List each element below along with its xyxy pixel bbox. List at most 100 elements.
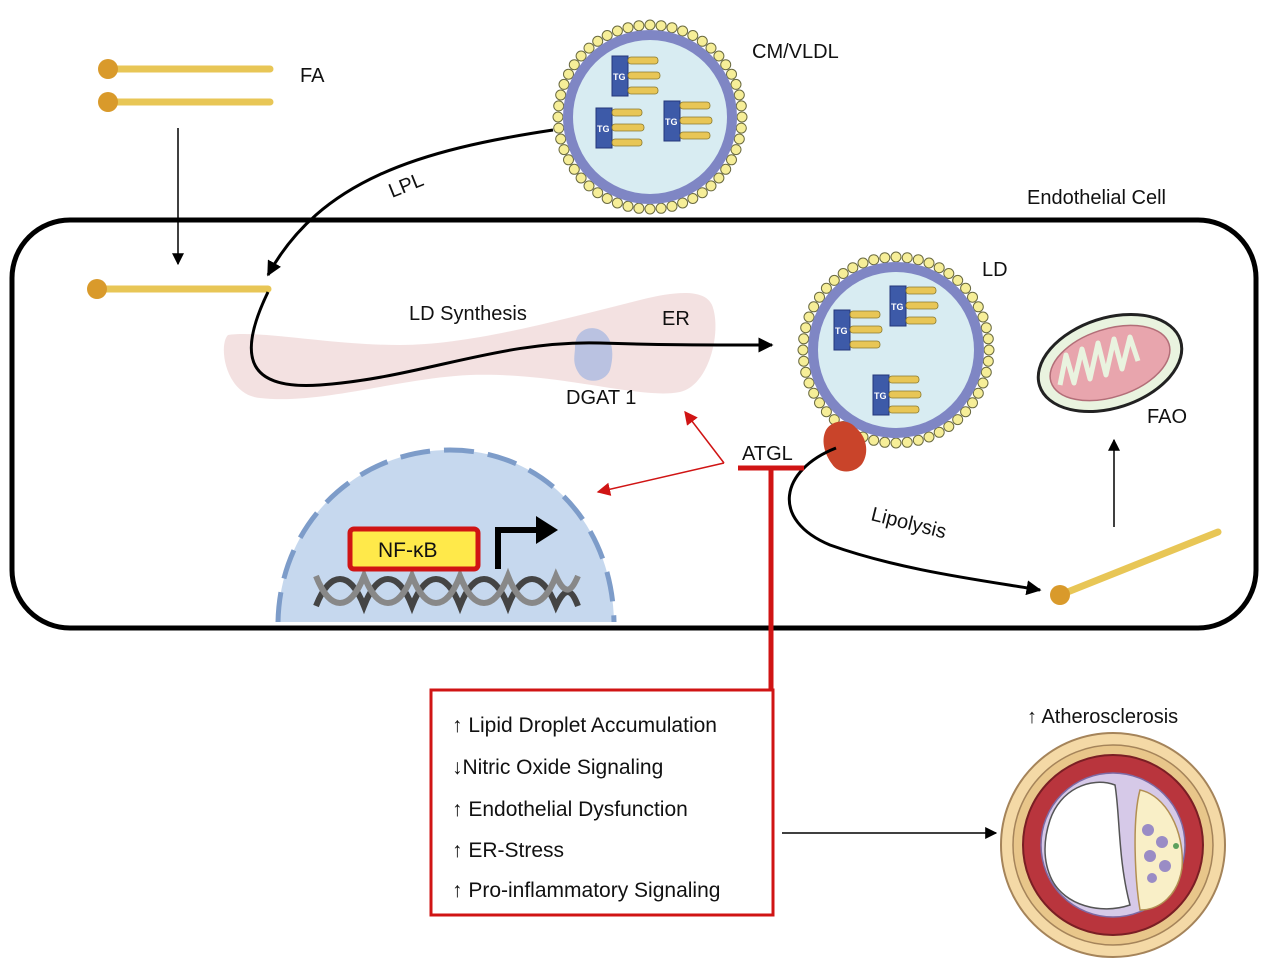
nfkb-box: [347, 526, 481, 572]
effects-box: [429, 688, 775, 917]
phospholipid-head: [601, 193, 613, 204]
phospholipid-head: [960, 282, 972, 294]
phospholipid-head: [733, 133, 745, 145]
phospholipid-head: [720, 163, 732, 175]
svg-text:TG: TG: [874, 391, 887, 401]
phospholipid-head: [943, 421, 955, 432]
phospholipid-head: [798, 355, 810, 367]
tg-molecule: TG: [611, 55, 661, 97]
released-fatty-acid: [1050, 528, 1222, 605]
phospholipid-head: [558, 78, 570, 90]
phospholipid-head: [952, 274, 964, 286]
phospholipid-head: [820, 282, 832, 294]
svg-text:TG: TG: [891, 302, 904, 312]
phospholipid-head: [868, 254, 880, 266]
tg-molecule: TG: [872, 374, 922, 416]
effect-item: ↑ Pro-inflammatory Signaling: [452, 879, 720, 902]
effect-item: ↑ ER-Stress: [452, 839, 564, 862]
cm-vldl-label: CM/VLDL: [752, 41, 839, 63]
ld-synthesis-label: LD Synthesis: [409, 303, 527, 325]
phospholipid-head: [960, 406, 972, 418]
phospholipid-head: [800, 322, 812, 334]
phospholipid-head: [735, 100, 747, 112]
phospholipid-head: [820, 406, 832, 418]
phospholipid-head: [803, 377, 815, 389]
phospholipid-head: [912, 254, 924, 266]
svg-text:TG: TG: [597, 124, 610, 134]
free-fatty-acids: [98, 59, 274, 112]
atgl-enzyme: [823, 421, 867, 472]
cm-vldl-particle: TG TG TG: [552, 19, 748, 215]
phospholipid-head: [923, 431, 935, 443]
atherosclerosis-label: ↑ Atherosclerosis: [1027, 706, 1178, 728]
phospholipid-head: [622, 22, 634, 34]
phospholipid-head: [943, 268, 955, 279]
phospholipid-head: [972, 301, 984, 313]
phospholipid-head: [879, 436, 891, 448]
phospholipid-head: [583, 180, 595, 192]
phospholipid-head: [828, 274, 840, 286]
phospholipid-head: [798, 333, 810, 345]
phospholipid-head: [982, 355, 994, 367]
phospholipid-head: [687, 193, 699, 204]
phospholipid-head: [952, 414, 964, 426]
phospholipid-head: [797, 344, 809, 356]
transcription-start-arrow-line: [495, 527, 540, 569]
phospholipid-head: [800, 366, 812, 378]
phospholipid-head: [967, 291, 978, 303]
phospholipid-head: [696, 35, 708, 47]
atgl-to-nucleus-arrow: [596, 462, 725, 496]
phospholipid-head: [733, 89, 745, 101]
phospholipid-head: [592, 35, 604, 47]
svg-text:TG: TG: [665, 117, 678, 127]
phospholipid-head: [644, 203, 656, 215]
phospholipid-head: [808, 301, 820, 313]
transcription-start-arrow-head: [536, 516, 558, 544]
phospholipid-head: [666, 200, 678, 212]
phospholipid-head: [633, 202, 645, 214]
dgat1-label: DGAT 1: [566, 387, 636, 409]
phospholipid-head: [814, 397, 825, 409]
phospholipid-head: [705, 42, 717, 54]
phospholipid-head: [677, 25, 689, 37]
endothelial-cell-membrane: [9, 217, 1259, 631]
tg-molecule: TG: [833, 309, 883, 351]
phospholipid-head: [901, 252, 913, 264]
phospholipid-head: [977, 311, 989, 323]
dgat1-enzyme: [574, 328, 613, 381]
tg-molecule: TG: [663, 100, 713, 142]
phospholipid-head: [558, 144, 570, 156]
effect-item: ↑ Lipid Droplet Accumulation: [452, 714, 717, 737]
phospholipid-head: [923, 257, 935, 269]
phospholipid-head: [967, 397, 978, 409]
atgl-to-er-arrow: [684, 410, 725, 464]
atgl-label: ATGL: [742, 443, 793, 465]
phospholipid-head: [644, 19, 656, 31]
lpl-label: LPL: [386, 169, 427, 203]
phospholipid-head: [601, 30, 613, 41]
phospholipid-head: [687, 30, 699, 41]
phospholipid-head: [552, 111, 564, 123]
phospholipid-head: [592, 187, 604, 199]
phospholipid-head: [583, 42, 595, 54]
phospholipid-head: [980, 322, 992, 334]
phospholipid-head: [611, 25, 623, 37]
phospholipid-head: [677, 197, 689, 209]
artery-cross-section: [1000, 732, 1226, 958]
phospholipid-head: [622, 200, 634, 212]
phospholipid-head: [713, 50, 725, 62]
phospholipid-head: [730, 144, 742, 156]
phospholipid-head: [575, 50, 587, 62]
phospholipid-head: [735, 122, 747, 134]
phospholipid-head: [563, 68, 574, 80]
phospholipid-head: [933, 426, 945, 438]
phospholipid-head: [726, 154, 737, 166]
phospholipid-head: [563, 154, 574, 166]
endothelial-cell-label: Endothelial Cell: [1027, 187, 1166, 209]
phospholipid-head: [713, 172, 725, 184]
phospholipid-head: [803, 311, 815, 323]
phospholipid-head: [655, 202, 667, 214]
effect-item: ↓Nitric Oxide Signaling: [452, 756, 663, 779]
phospholipid-head: [912, 434, 924, 446]
